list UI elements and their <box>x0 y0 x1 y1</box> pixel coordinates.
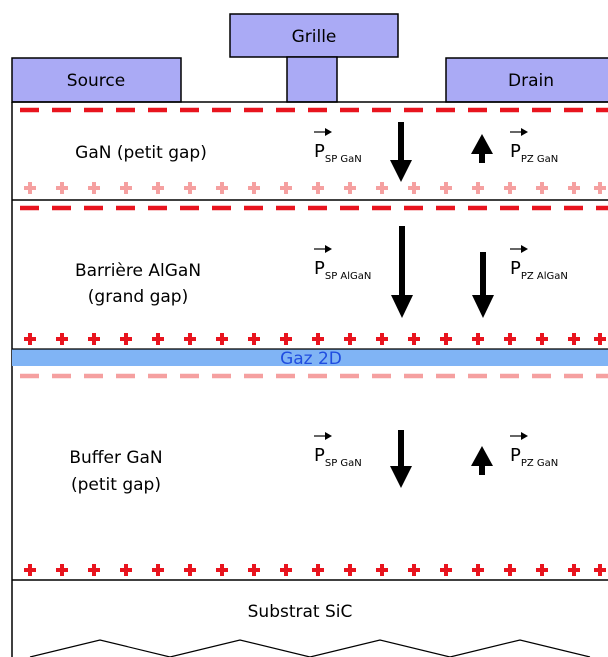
positive-charges-cap <box>24 182 606 194</box>
barrier-sp-down-arrow-icon <box>391 226 413 318</box>
substrate-break-line <box>29 639 591 657</box>
svg-text:PSP GaN: PSP GaN <box>314 445 362 469</box>
source-label: Source <box>67 71 125 91</box>
barrier-sp-vector-label: PSP AlGaN <box>314 245 371 282</box>
positive-charges-interface <box>24 333 606 345</box>
cap-sp-down-arrow-icon <box>390 122 412 182</box>
drain-contact: Drain <box>445 57 608 103</box>
buffer-pz-vector-label: PPZ GaN <box>510 432 558 469</box>
gan-cap-label: GaN (petit gap) <box>75 143 207 163</box>
buffer-sp-down-arrow-icon <box>390 430 412 488</box>
buffer-label-line1: Buffer GaN <box>69 448 162 468</box>
drain-label: Drain <box>508 71 554 91</box>
barrier-label-line2: (grand gap) <box>88 287 188 307</box>
barrier-pz-vector-label: PPZ AlGaN <box>510 245 568 282</box>
substrate-label: Substrat SiC <box>248 602 353 622</box>
buffer-label-line2: (petit gap) <box>71 475 161 495</box>
buffer-pz-up-arrow-icon <box>471 446 493 475</box>
gas-band <box>12 349 608 366</box>
cap-pz-up-arrow-icon <box>471 134 493 163</box>
gate-label: Grille <box>292 27 337 47</box>
svg-text:PPZ GaN: PPZ GaN <box>510 141 558 165</box>
cap-sp-vector-label: PSP GaN <box>314 128 362 165</box>
layer-boundaries <box>11 101 608 657</box>
source-contact: Source <box>11 57 182 103</box>
gas-label: Gaz 2D <box>280 349 342 369</box>
barrier-label-line1: Barrière AlGaN <box>75 261 201 281</box>
gate-contact: Grille <box>229 13 399 103</box>
svg-text:PSP GaN: PSP GaN <box>314 141 362 165</box>
svg-text:PPZ AlGaN: PPZ AlGaN <box>510 258 568 282</box>
positive-charges-buffer-bottom <box>24 564 606 576</box>
svg-text:PPZ GaN: PPZ GaN <box>510 445 558 469</box>
cap-pz-vector-label: PPZ GaN <box>510 128 558 165</box>
barrier-pz-down-arrow-icon <box>472 252 494 318</box>
svg-text:PSP AlGaN: PSP AlGaN <box>314 258 371 282</box>
buffer-sp-vector-label: PSP GaN <box>314 432 362 469</box>
